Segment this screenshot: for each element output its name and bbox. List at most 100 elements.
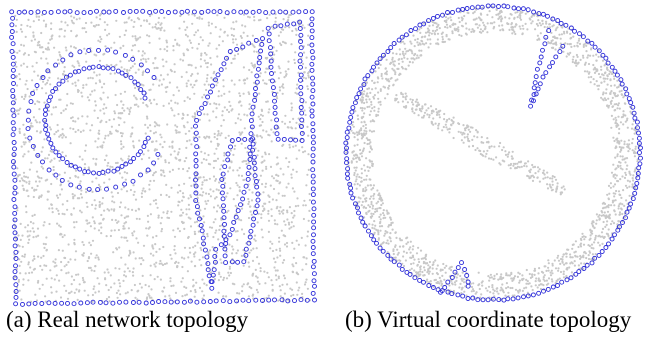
interior-node — [196, 47, 199, 50]
interior-node — [614, 122, 617, 125]
interior-node — [216, 55, 219, 58]
interior-node — [573, 251, 576, 254]
interior-node — [170, 107, 173, 110]
interior-node — [93, 227, 96, 230]
caption-panel-a: (a) Real network topology — [6, 307, 249, 332]
interior-node — [543, 265, 546, 268]
interior-node — [379, 89, 382, 92]
interior-node — [417, 273, 420, 276]
interior-node — [225, 277, 229, 280]
interior-node — [216, 81, 219, 84]
interior-node — [155, 261, 158, 264]
interior-node — [40, 195, 43, 198]
interior-node — [155, 103, 158, 106]
interior-node — [199, 193, 202, 196]
interior-node — [529, 18, 532, 21]
interior-node — [402, 255, 405, 258]
interior-node — [217, 291, 220, 294]
interior-node — [67, 271, 70, 274]
interior-node — [368, 129, 371, 132]
interior-node — [595, 80, 598, 83]
interior-node — [368, 98, 371, 101]
interior-node — [170, 257, 173, 260]
interior-node — [24, 272, 27, 275]
interior-node — [24, 93, 27, 96]
interior-node — [255, 50, 258, 53]
interior-node — [267, 276, 270, 279]
interior-node — [163, 140, 166, 143]
interior-node — [444, 271, 447, 274]
outer-boundary-node — [360, 219, 366, 225]
interior-node — [212, 221, 215, 224]
interior-node — [609, 182, 613, 185]
interior-node — [63, 265, 66, 268]
interior-node — [425, 42, 428, 45]
interior-node — [207, 251, 210, 254]
interior-node — [270, 208, 273, 211]
interior-node — [595, 222, 598, 225]
interior-node — [413, 58, 416, 61]
interior-node — [152, 254, 155, 257]
interior-node — [626, 126, 629, 129]
interior-node — [467, 137, 470, 140]
interior-node — [186, 140, 189, 143]
interior-node — [623, 176, 627, 179]
interior-node — [468, 145, 471, 148]
interior-node — [129, 66, 132, 70]
interior-node — [498, 162, 501, 165]
interior-node — [101, 202, 104, 205]
interior-node — [271, 249, 275, 253]
interior-node — [594, 234, 598, 237]
interior-node — [471, 144, 475, 148]
interior-node — [359, 148, 362, 152]
interior-node — [42, 80, 45, 83]
interior-node — [573, 264, 577, 267]
interior-node — [281, 83, 285, 86]
interior-node — [361, 96, 364, 99]
interior-node — [236, 249, 239, 252]
interior-node — [461, 286, 464, 289]
interior-node — [358, 129, 361, 132]
outer-boundary-node — [354, 95, 360, 101]
interior-node — [57, 209, 60, 212]
interior-node — [97, 183, 101, 186]
interior-node — [484, 155, 487, 158]
interior-node — [430, 109, 433, 113]
interior-node — [270, 25, 273, 28]
interior-node — [584, 63, 587, 66]
interior-node — [597, 55, 600, 58]
interior-node — [281, 194, 284, 197]
outer-boundary-node — [550, 284, 556, 290]
interior-node — [408, 248, 411, 251]
interior-node — [196, 72, 199, 75]
interior-node — [229, 271, 232, 275]
interior-node — [626, 143, 629, 146]
interior-node — [438, 113, 441, 116]
interior-node — [188, 97, 191, 100]
interior-node — [97, 39, 100, 42]
interior-node — [28, 140, 31, 143]
interior-node — [155, 122, 158, 125]
interior-node — [353, 166, 356, 169]
interior-node — [223, 106, 226, 109]
interior-node — [435, 267, 438, 270]
interior-node — [227, 110, 231, 114]
interior-node — [295, 239, 298, 242]
interior-node — [248, 92, 251, 96]
interior-node — [409, 40, 412, 43]
interior-node — [528, 282, 531, 285]
interior-node — [239, 118, 242, 121]
interior-node — [117, 112, 120, 115]
interior-node — [297, 117, 300, 120]
interior-node — [550, 278, 554, 281]
interior-node — [589, 81, 592, 84]
interior-node — [577, 61, 580, 64]
interior-node — [213, 136, 216, 139]
interior-node — [170, 70, 173, 73]
interior-node — [360, 121, 363, 124]
interior-node — [501, 24, 504, 27]
interior-node — [307, 71, 310, 74]
interior-node — [574, 240, 578, 243]
interior-node — [624, 184, 628, 187]
interior-node — [522, 277, 525, 280]
